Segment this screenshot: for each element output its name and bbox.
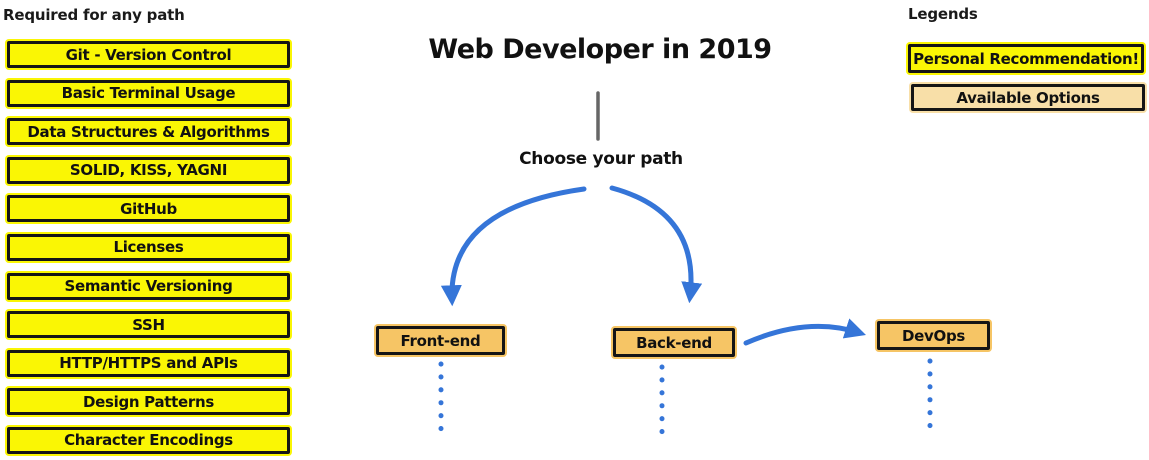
arrow-backend-to-devops (743, 318, 866, 346)
path-node-devops: DevOps (877, 321, 990, 350)
choose-your-path-label: Choose your path (519, 149, 683, 169)
required-section-header: Required for any path (3, 6, 185, 24)
required-item-terminal: Basic Terminal Usage (7, 79, 290, 107)
required-item-design-patterns: Design Patterns (7, 388, 290, 416)
required-item-ssh: SSH (7, 311, 290, 339)
path-node-backend: Back-end (613, 328, 735, 357)
required-item-git: Git - Version Control (7, 41, 290, 68)
required-item-semantic-versioning: Semantic Versioning (7, 272, 290, 300)
arrow-to-backend (609, 185, 703, 304)
page-title: Web Developer in 2019 (428, 34, 772, 65)
required-section-list: Git - Version Control Basic Terminal Usa… (7, 41, 290, 454)
legend-header: Legends (908, 5, 978, 23)
arrow-to-frontend (440, 186, 587, 307)
required-item-character-encodings: Character Encodings (7, 426, 290, 454)
path-node-frontend: Front-end (376, 326, 505, 355)
legend-item-personal-recommendation: Personal Recommendation! (908, 44, 1144, 73)
required-item-licenses: Licenses (7, 233, 290, 261)
required-item-solid-kiss-yagni: SOLID, KISS, YAGNI (7, 156, 290, 184)
required-item-data-structures: Data Structures & Algorithms (7, 118, 290, 146)
required-item-http-apis: HTTP/HTTPS and APIs (7, 349, 290, 377)
required-item-github: GitHub (7, 195, 290, 223)
legend-item-available-options: Available Options (911, 84, 1145, 111)
